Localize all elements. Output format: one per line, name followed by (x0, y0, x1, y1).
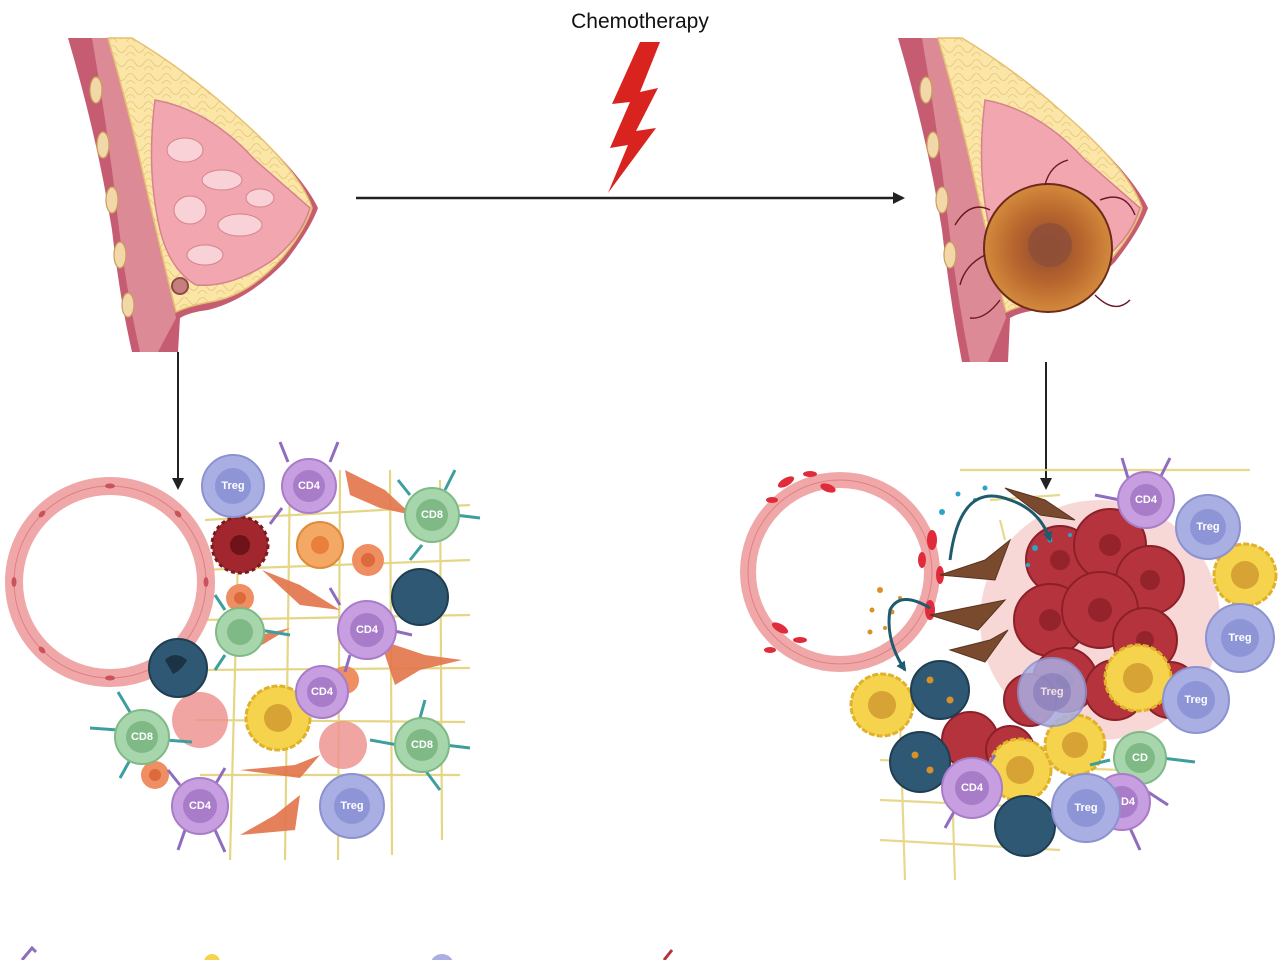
migration-arrow-top (948, 494, 1053, 561)
fibroblasts (929, 487, 1076, 663)
treg-cell-right-bottom: Treg (1051, 773, 1121, 843)
legend-fragments (20, 945, 674, 960)
treg-cell-right-1: Treg (1175, 494, 1241, 560)
treg-label: Treg (1074, 802, 1097, 814)
dendritic-cell (244, 684, 312, 752)
treg-label: Treg (221, 480, 244, 492)
cd8-cell-left-top: CD8 (396, 469, 481, 561)
cd4-label: D4 (1121, 796, 1136, 808)
microenvironment-before: Treg Treg CD4 CD8 CD4 (5, 441, 481, 861)
migration-arrow-bottom (887, 598, 931, 672)
cd8-cell-right: CD (1089, 731, 1196, 785)
dendritic-cells (849, 542, 1278, 803)
treg-cell-right-2: Treg (1205, 603, 1275, 673)
chemotherapy-label: Chemotherapy (571, 10, 709, 33)
cd4-cell-left-bottom: CD4 (166, 767, 229, 853)
treg-label: Treg (1040, 686, 1063, 698)
cd4-cell-right-top: CD4 (1094, 457, 1175, 529)
cd4-label: CD4 (298, 480, 321, 492)
cd8-label: CD8 (421, 509, 443, 521)
cd4-label: CD4 (356, 624, 379, 636)
small-tumor (171, 277, 189, 295)
treg-label: Treg (1196, 521, 1219, 533)
cd4-cell-left-center: CD4 (295, 665, 349, 719)
treg-cell-right-3: Treg (1162, 666, 1230, 734)
microenvironment-after: CD4 Treg Treg Treg Treg CD (740, 457, 1278, 881)
lightning-bolt-icon (608, 42, 660, 193)
cd8-label: CD8 (411, 739, 433, 751)
macrophages (889, 660, 1056, 857)
treg-cell-left-top: Treg (201, 454, 265, 518)
blood-vessel (5, 477, 215, 687)
cd4-cell-left-middle: CD4 (328, 587, 413, 673)
cd8-cell-left-bottom-left: CD8 (89, 691, 193, 779)
cd4-label: CD4 (189, 800, 212, 812)
cd4-label: CD4 (1135, 494, 1158, 506)
damaged-blood-vessel (740, 471, 944, 672)
cd8-cell-left-bottom-right: CD8 (369, 699, 471, 791)
cd8-label: CD8 (131, 731, 153, 743)
breast-before-treatment (68, 37, 318, 352)
breast-after-treatment (898, 37, 1148, 362)
treg-label: Treg (1228, 632, 1251, 644)
cd4-cell-left-top: CD4 (268, 441, 340, 525)
treg-cell-right-4: Treg (1017, 657, 1087, 727)
treg-label: Treg (1184, 694, 1207, 706)
cd4-label: CD4 (311, 686, 334, 698)
cytokines (867, 485, 1072, 635)
treg-label: Treg (340, 800, 363, 812)
treg-cell-left-bottom: Treg (319, 773, 385, 839)
cd8-label: CD (1132, 752, 1148, 764)
cd4-cell-right-bottom-left: CD4 (941, 754, 1003, 829)
large-tumor (954, 159, 1136, 319)
tumor-cells (172, 515, 367, 769)
macrophages (148, 568, 449, 698)
cd8-cell-left-middle (213, 594, 291, 671)
cd4-label: CD4 (961, 782, 984, 794)
